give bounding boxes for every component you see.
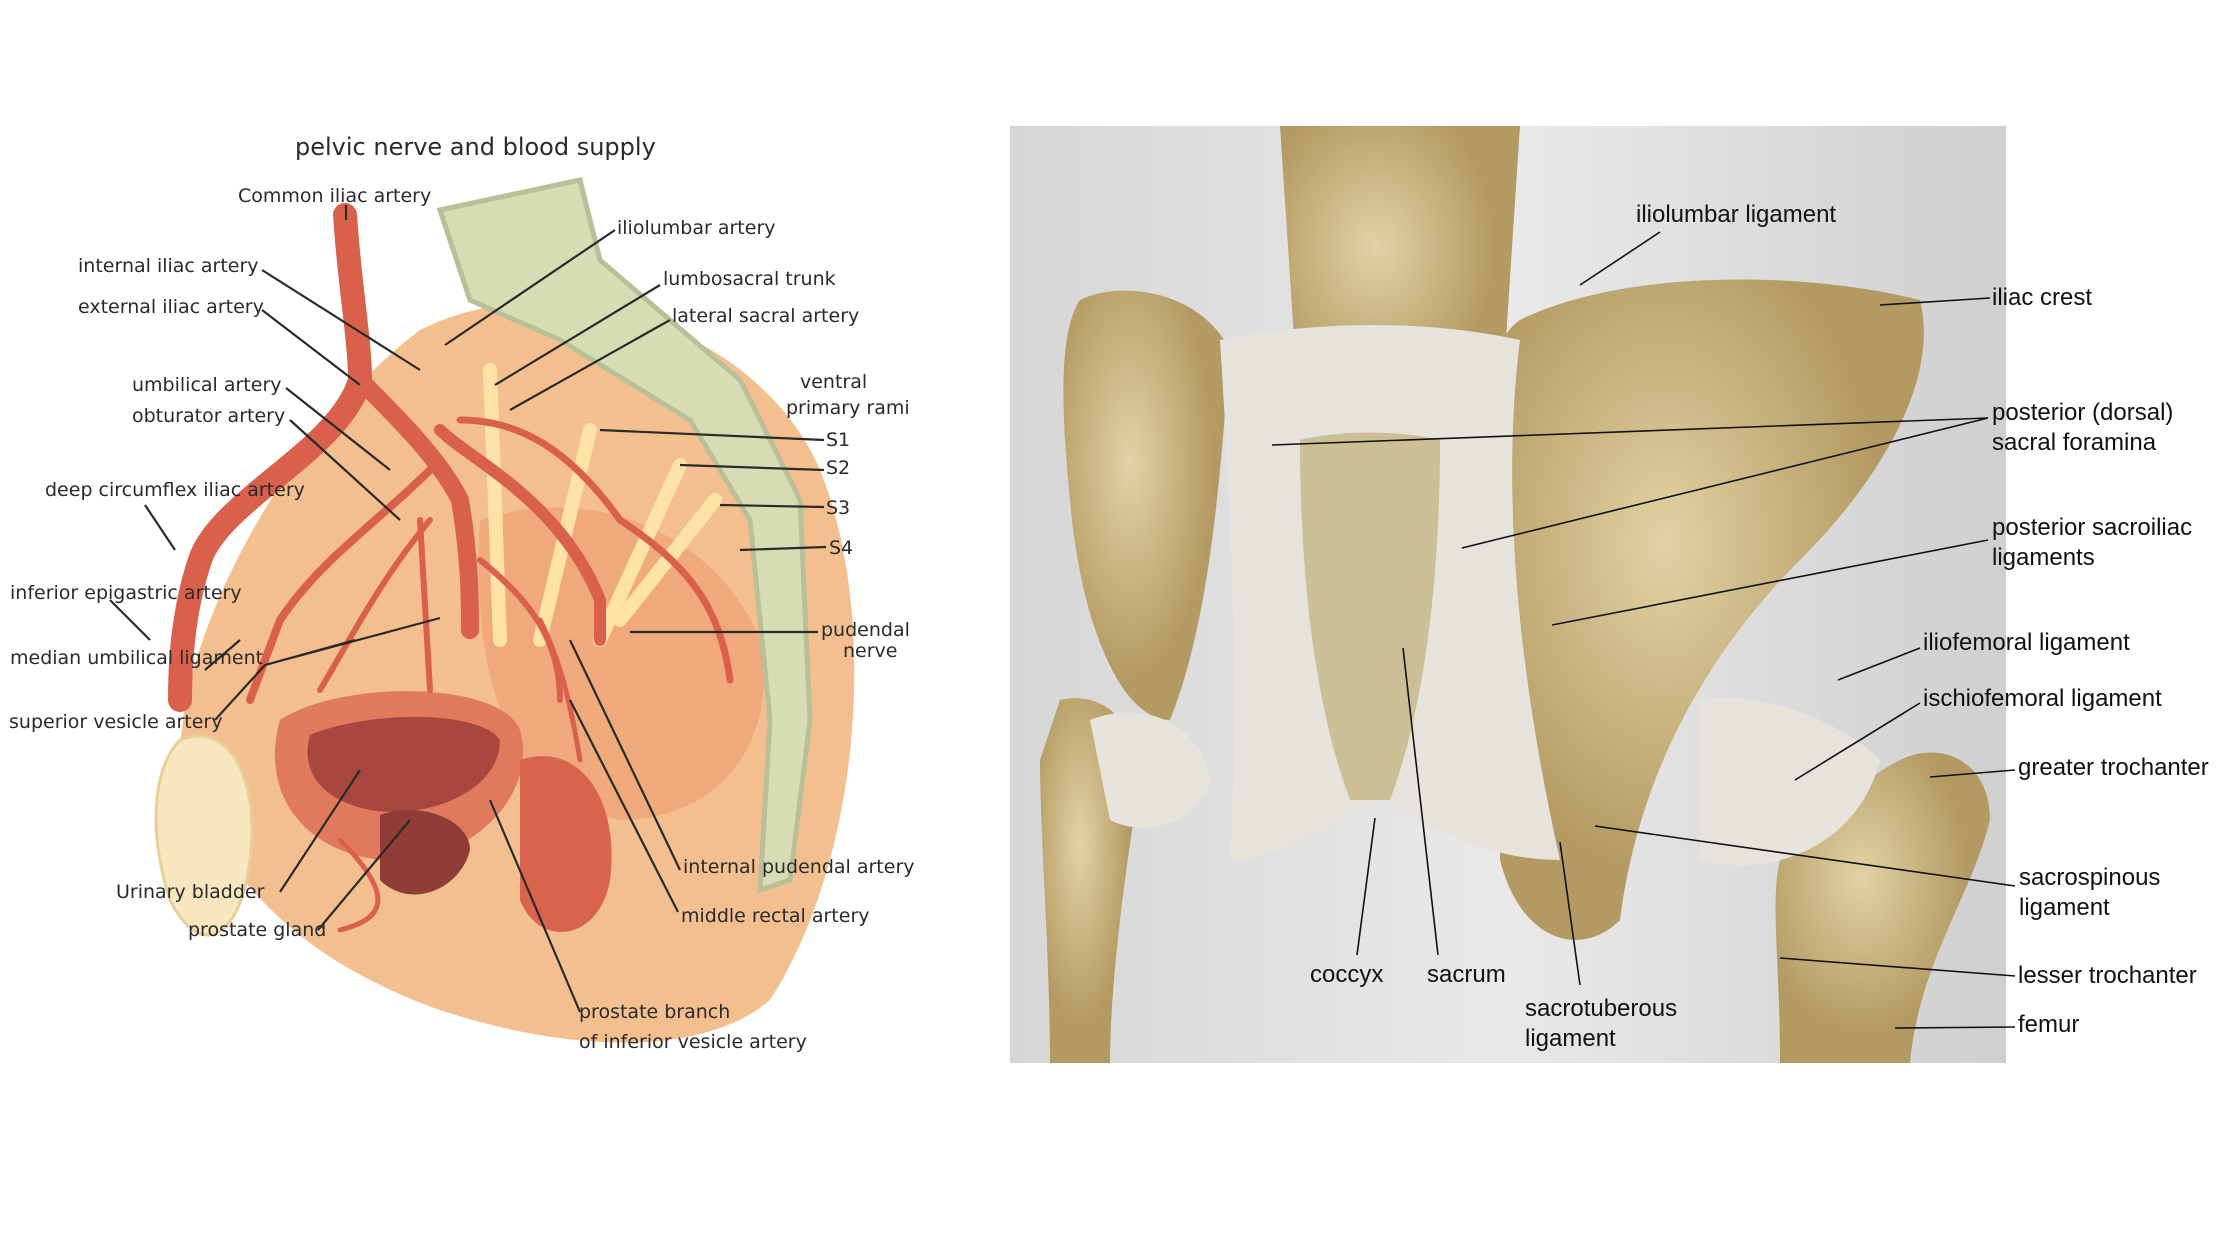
label-ventral-primary-rami: ventral: [800, 371, 867, 393]
label-internal-iliac-artery: internal iliac artery: [78, 255, 259, 277]
label-middle-rectal-artery: middle rectal artery: [681, 905, 870, 927]
label-iliolumbar-artery: iliolumbar artery: [617, 217, 776, 239]
label-ventral-primary-rami-2: primary rami: [786, 397, 910, 419]
label-sacrospinous-ligament: sacrospinous: [2019, 864, 2160, 891]
label-sacrotuberous-ligament-2: ligament: [1525, 1025, 1616, 1052]
label-iliolumbar-ligament: iliolumbar ligament: [1636, 201, 1836, 228]
label-s3: S3: [826, 497, 850, 519]
label-sacrotuberous-ligament: sacrotuberous: [1525, 995, 1677, 1022]
label-posterior-sacroiliac-ligaments: posterior sacroiliac: [1992, 514, 2192, 541]
label-median-umbilical-ligament: median umbilical ligament: [10, 647, 263, 669]
label-coccyx: coccyx: [1310, 961, 1383, 988]
label-lateral-sacral-artery: lateral sacral artery: [672, 305, 859, 327]
label-sacrospinous-ligament-2: ligament: [2019, 894, 2110, 921]
pelvis-render: [1010, 126, 2006, 1063]
label-urinary-bladder: Urinary bladder: [116, 881, 265, 903]
label-common-iliac-artery: Common iliac artery: [238, 185, 431, 207]
right-labels: iliolumbar ligament iliac crest posterio…: [1310, 201, 2209, 1052]
label-sacrum: sacrum: [1427, 961, 1506, 988]
label-external-iliac-artery: external iliac artery: [78, 296, 264, 318]
label-lesser-trochanter: lesser trochanter: [2018, 962, 2197, 989]
arteries: [168, 203, 734, 933]
label-deep-circumflex-iliac-artery: deep circumflex iliac artery: [45, 479, 305, 501]
label-femur: femur: [2018, 1011, 2079, 1038]
label-pudendal-nerve-2: nerve: [843, 640, 897, 662]
label-s1: S1: [826, 429, 850, 451]
label-umbilical-artery: umbilical artery: [132, 374, 282, 396]
label-posterior-sacral-foramina: posterior (dorsal): [1992, 399, 2173, 426]
pelvic-illustration: [154, 177, 855, 1043]
label-iliofemoral-ligament: iliofemoral ligament: [1923, 629, 2130, 656]
label-posterior-sacral-foramina-2: sacral foramina: [1992, 429, 2157, 456]
label-inferior-epigastric-artery: inferior epigastric artery: [10, 582, 242, 604]
label-iliac-crest: iliac crest: [1992, 284, 2092, 311]
label-pudendal-nerve: pudendal: [821, 619, 910, 641]
label-greater-trochanter: greater trochanter: [2018, 754, 2209, 781]
label-s4: S4: [829, 537, 853, 559]
left-labels: pelvic nerve and blood supply Common ili…: [9, 133, 915, 1053]
label-prostate-branch-2: of inferior vesicle artery: [579, 1031, 807, 1053]
label-posterior-sacroiliac-ligaments-2: ligaments: [1992, 544, 2095, 571]
label-prostate-gland: prostate gland: [188, 919, 326, 941]
label-internal-pudendal-artery: internal pudendal artery: [683, 856, 915, 878]
label-prostate-branch: prostate branch: [579, 1001, 730, 1023]
label-ischiofemoral-ligament: ischiofemoral ligament: [1923, 685, 2162, 712]
diagram-title: pelvic nerve and blood supply: [295, 133, 656, 161]
label-superior-vesicle-artery: superior vesicle artery: [9, 711, 222, 733]
left-leader-lines: [109, 205, 827, 1013]
label-obturator-artery: obturator artery: [132, 405, 285, 427]
label-s2: S2: [826, 457, 850, 479]
right-leader-lines: [1271, 231, 2016, 1029]
label-lumbosacral-trunk: lumbosacral trunk: [663, 268, 836, 290]
